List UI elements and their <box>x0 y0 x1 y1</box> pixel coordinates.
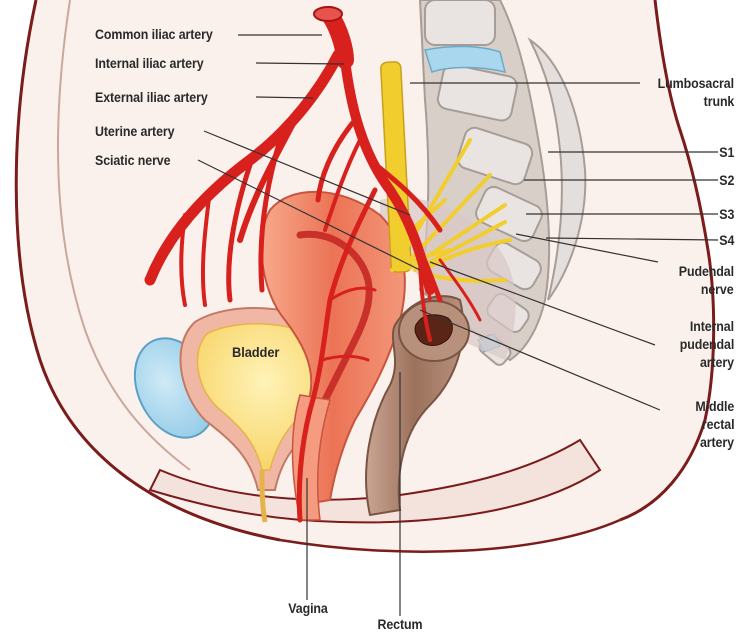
label-internal-pudendal-artery-line3: artery <box>700 354 734 371</box>
label-middle-rectal-artery-line1: Middle <box>695 398 734 415</box>
label-internal-pudendal-artery-line1: Internal <box>690 318 734 335</box>
label-middle-rectal-artery-line3: artery <box>700 434 734 451</box>
label-external-iliac-artery: External iliac artery <box>95 89 208 106</box>
intervertebral-disc <box>425 46 505 72</box>
label-pudendal-nerve-line2: nerve <box>701 281 734 298</box>
label-s3: S3 <box>719 206 734 223</box>
label-bladder: Bladder <box>232 344 279 361</box>
label-internal-iliac-artery: Internal iliac artery <box>95 55 204 72</box>
label-s4: S4 <box>719 232 734 249</box>
label-common-iliac-artery: Common iliac artery <box>95 26 213 43</box>
label-uterine-artery: Uterine artery <box>95 123 174 140</box>
label-s2: S2 <box>719 172 734 189</box>
label-pudendal-nerve-line1: Pudendal <box>679 263 734 280</box>
label-s1: S1 <box>719 144 734 161</box>
label-sciatic-nerve: Sciatic nerve <box>95 152 170 169</box>
label-internal-pudendal-artery-line2: pudendal <box>680 336 734 353</box>
aorta-cut-end <box>314 7 342 21</box>
label-vagina: Vagina <box>273 600 343 617</box>
label-lumbosacral-trunk-line1: Lumbosacral <box>658 75 734 92</box>
label-middle-rectal-artery-line2: rectal <box>701 416 734 433</box>
label-lumbosacral-trunk-line2: trunk <box>703 93 734 110</box>
label-rectum: Rectum <box>365 616 435 633</box>
